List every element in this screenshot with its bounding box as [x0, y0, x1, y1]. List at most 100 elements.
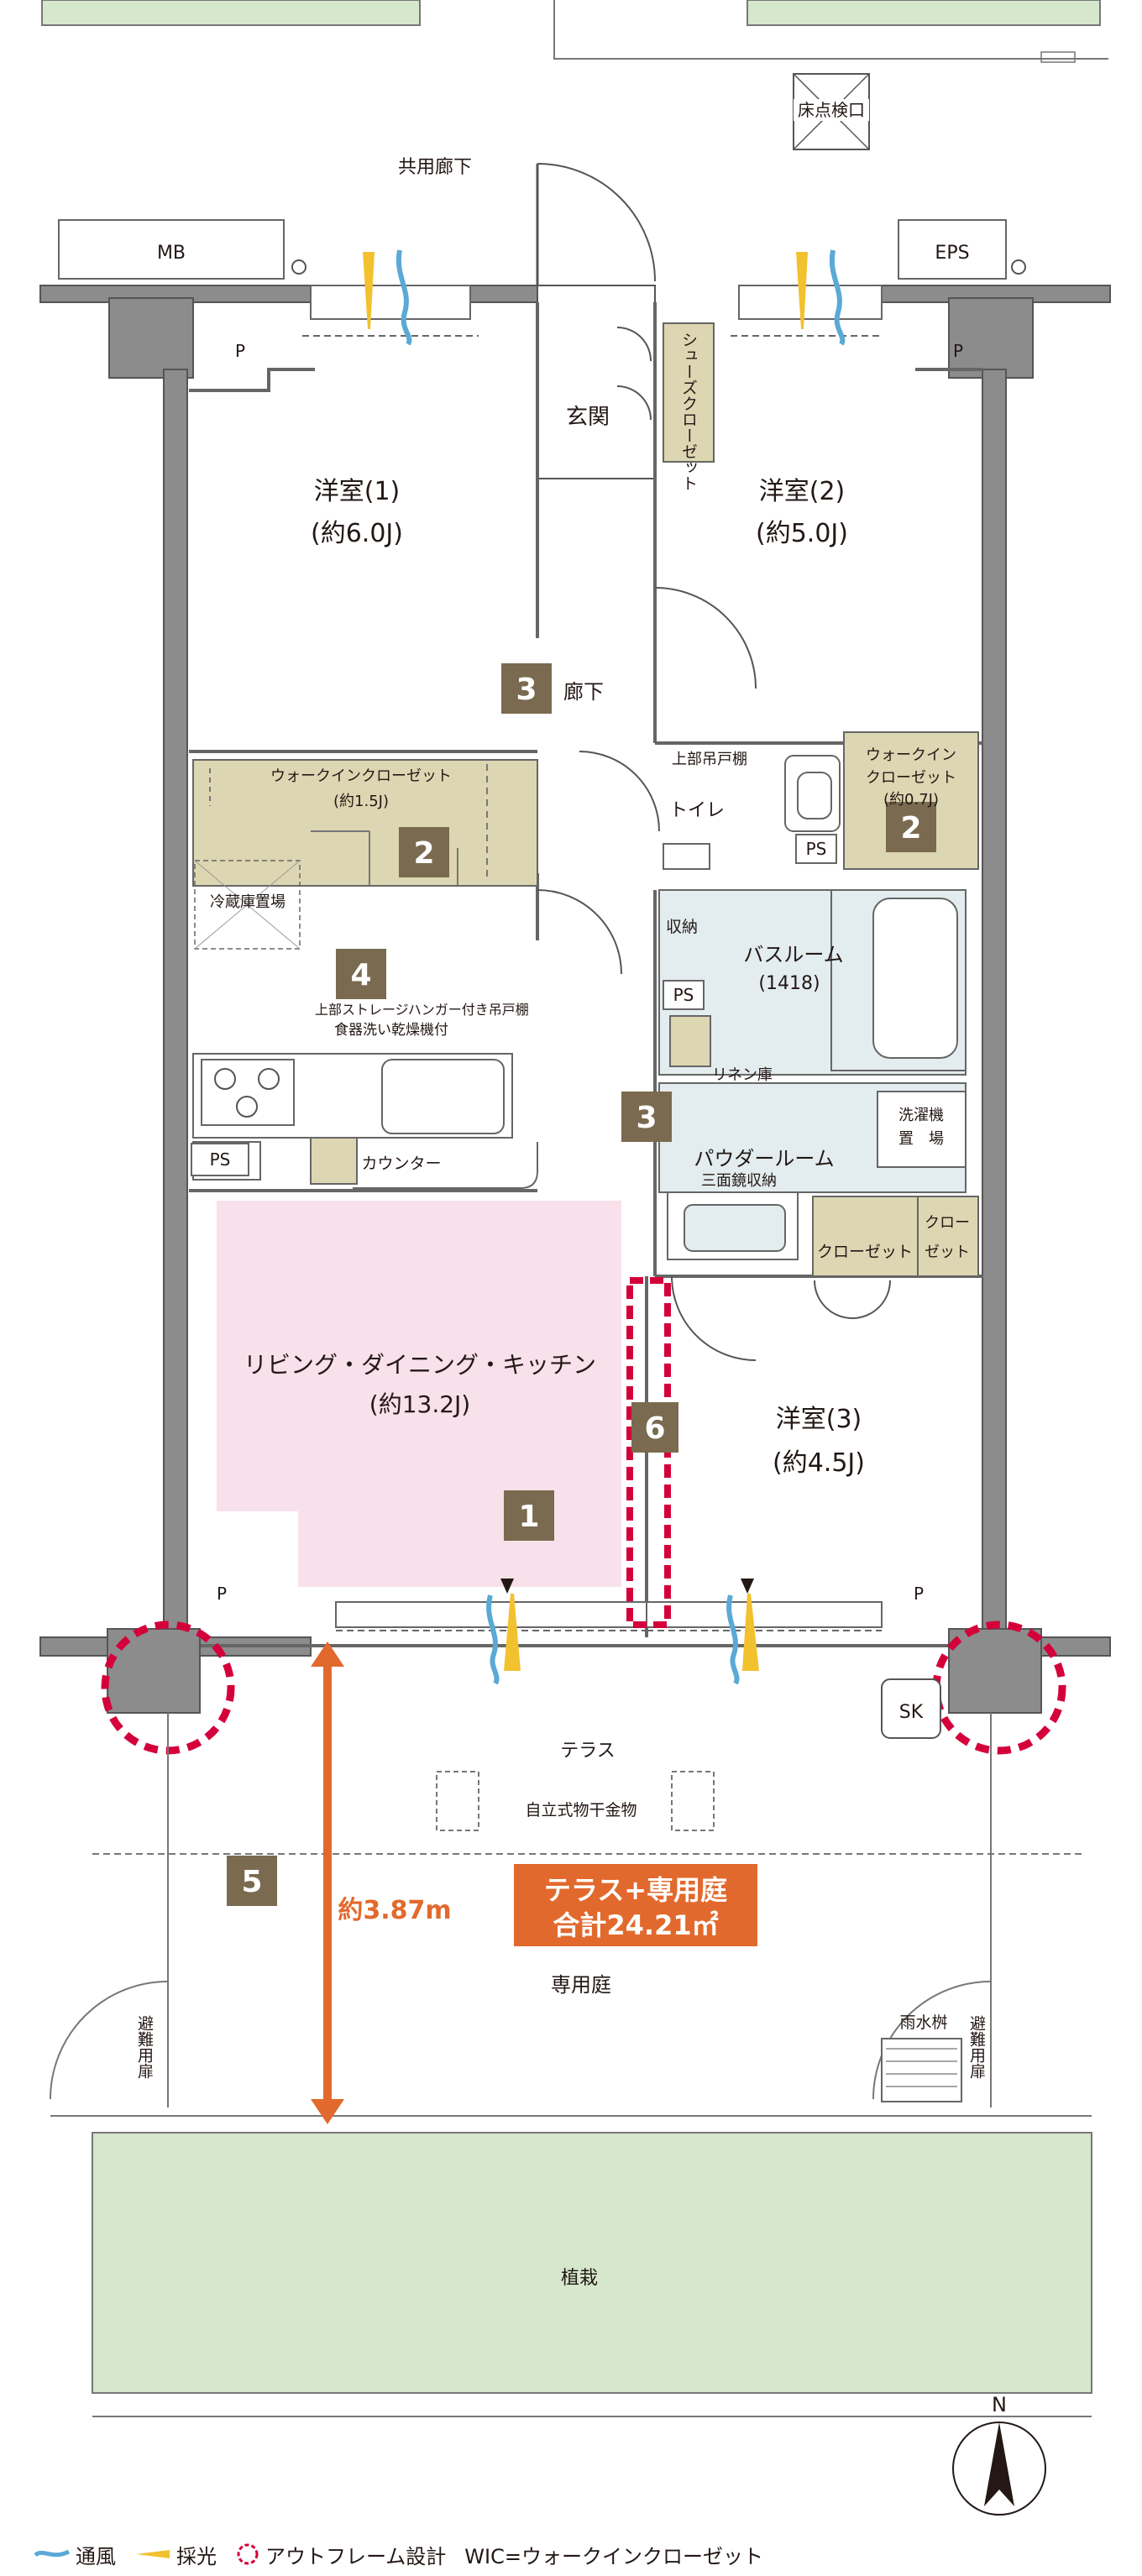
washbasin	[667, 1191, 799, 1260]
western3-size: (約4.5J)	[773, 1448, 865, 1478]
rain-basin-label: 雨水桝	[899, 2013, 947, 2032]
north-label: N	[992, 2393, 1007, 2416]
ps-label-kitchen: PS	[210, 1149, 231, 1170]
south-windows	[335, 1601, 883, 1631]
closet2-line1: クロー	[925, 1214, 970, 1232]
legend-daylight-label: 採光	[176, 2544, 217, 2568]
entrance-door	[536, 163, 656, 479]
top-neighbour-rooms	[41, 0, 1108, 63]
ps-label-bath: PS	[673, 985, 694, 1005]
svg-text:6: 6	[644, 1411, 665, 1446]
svg-text:3: 3	[516, 673, 537, 707]
laundry-pan	[877, 1091, 967, 1168]
wic1-line1: ウォークインクローゼット	[270, 767, 452, 785]
bathroom-size: (1418)	[758, 973, 820, 994]
fridge-space	[194, 860, 301, 950]
laundry-line2: 置 場	[898, 1130, 944, 1148]
legend-wic-label: WIC=ウォークインクローゼット	[464, 2544, 763, 2568]
common-corridor-label: 共用廊下	[398, 157, 472, 178]
sk-label: SK	[899, 1702, 924, 1723]
western3-name: 洋室(3)	[776, 1405, 862, 1434]
p-label-sw: P	[217, 1584, 227, 1604]
depth-label: 約3.87m	[338, 1896, 451, 1925]
closet2-line2: ゼット	[925, 1243, 970, 1261]
fridge-label: 冷蔵庫置場	[210, 893, 286, 911]
counter-label: カウンター	[361, 1154, 441, 1173]
eps-box: EPS	[898, 219, 1026, 280]
badge-2-wic1: 2	[399, 827, 449, 877]
drying-rack-label: 自立式物干金物	[525, 1801, 636, 1819]
p-label-ne: P	[953, 341, 963, 361]
legend-outframe-label: アウトフレーム設計	[265, 2544, 447, 2568]
room-labels: P P P P シューズクローゼット 玄関 洋室(1) (約6.0J) 洋室(2…	[135, 332, 986, 2289]
bathroom-name: バスルーム	[743, 943, 843, 966]
p-label-se: P	[914, 1584, 924, 1604]
badge-5: 5	[227, 1856, 277, 1906]
badge-3-powder: 3	[621, 1092, 672, 1142]
kitchen-note1: 上部ストレージハンガー付き吊戸棚	[315, 1002, 529, 1018]
svg-text:2: 2	[413, 836, 434, 871]
shoe-closet-label: シューズクローゼット	[679, 332, 698, 491]
ventilation-icon	[34, 2549, 71, 2558]
linen-label: リネン庫	[712, 1066, 773, 1084]
evac-door-right: 避難用扉	[967, 2015, 986, 2079]
svg-text:2: 2	[900, 811, 921, 846]
north-compass: N	[952, 2393, 1046, 2516]
toilet-fixture	[663, 755, 841, 870]
svg-text:4: 4	[350, 958, 371, 992]
planting-area	[92, 2132, 1092, 2417]
hallway-label: 廊下	[563, 680, 604, 704]
total-area-box: テラス+専用庭 合計24.21㎡	[514, 1864, 757, 1946]
ldk-name: リビング・ダイニング・キッチン	[244, 1351, 596, 1379]
total-area-line1: テラス+専用庭	[544, 1874, 727, 1906]
badge-3-hallway: 3	[501, 663, 552, 714]
legend-ventilation-label: 通風	[76, 2544, 116, 2568]
rain-basin	[881, 2038, 962, 2102]
western1-size: (約6.0J)	[311, 519, 403, 548]
upper-cabinet-label: 上部吊戸棚	[672, 751, 747, 768]
legend-daylight: 採光	[134, 2540, 217, 2569]
wic2-line1: ウォークイン	[866, 746, 956, 764]
legend-wic: WIC=ウォークインクローゼット	[464, 2540, 763, 2569]
total-area-line2: 合計24.21㎡	[553, 1909, 718, 1941]
wic1-line2: (約1.5J)	[333, 793, 389, 810]
garden-label: 専用庭	[551, 1973, 611, 1997]
closet-fills	[192, 322, 979, 1277]
p-label-nw: P	[235, 341, 245, 361]
ventilation-daylight-arrows	[363, 249, 846, 1685]
eps-label: EPS	[935, 243, 969, 264]
legend-ventilation: 通風	[34, 2540, 116, 2569]
ldk-size: (約13.2J)	[369, 1390, 470, 1418]
inspection-hatch-label: 床点検口	[798, 100, 865, 120]
evac-door-left: 避難用扉	[135, 2015, 154, 2079]
wic2-line3: (約0.7J)	[883, 791, 939, 809]
mb-box: MB	[58, 219, 306, 280]
badge-4: 4	[336, 949, 386, 999]
terrace-label: テラス	[560, 1741, 616, 1762]
western1-name: 洋室(1)	[314, 477, 401, 506]
badge-6: 6	[631, 1402, 678, 1453]
western2-size: (約5.0J)	[756, 519, 848, 548]
sk-sink: SK	[881, 1678, 941, 1739]
svg-text:3: 3	[636, 1101, 657, 1135]
entrance-label: 玄関	[566, 405, 610, 430]
badge-1: 1	[504, 1490, 554, 1541]
north-windows	[302, 285, 883, 337]
toilet-label: トイレ	[669, 800, 725, 821]
wic1-details	[209, 764, 488, 886]
powder-room-label: パウダールーム	[694, 1147, 834, 1170]
interior-doors	[537, 587, 891, 1361]
depth-arrow	[311, 1641, 344, 2124]
planting-label: 植栽	[561, 2268, 598, 2289]
legend: 通風 採光 アウトフレーム設計 WIC=ウォークインクローゼット	[34, 2537, 782, 2571]
terrace-garden-outline	[50, 1713, 1092, 2117]
closet-label: クローゼット	[817, 1243, 913, 1261]
laundry-line1: 洗濯機	[898, 1107, 944, 1124]
outframe-circle-icon	[237, 2543, 259, 2565]
storage-label: 収納	[666, 918, 698, 936]
mirror-label: 三面鏡収納	[701, 1172, 777, 1190]
western2-name: 洋室(2)	[759, 477, 846, 506]
inspection-hatch: 床点検口	[793, 73, 870, 150]
legend-outframe: アウトフレーム設計	[235, 2540, 446, 2569]
